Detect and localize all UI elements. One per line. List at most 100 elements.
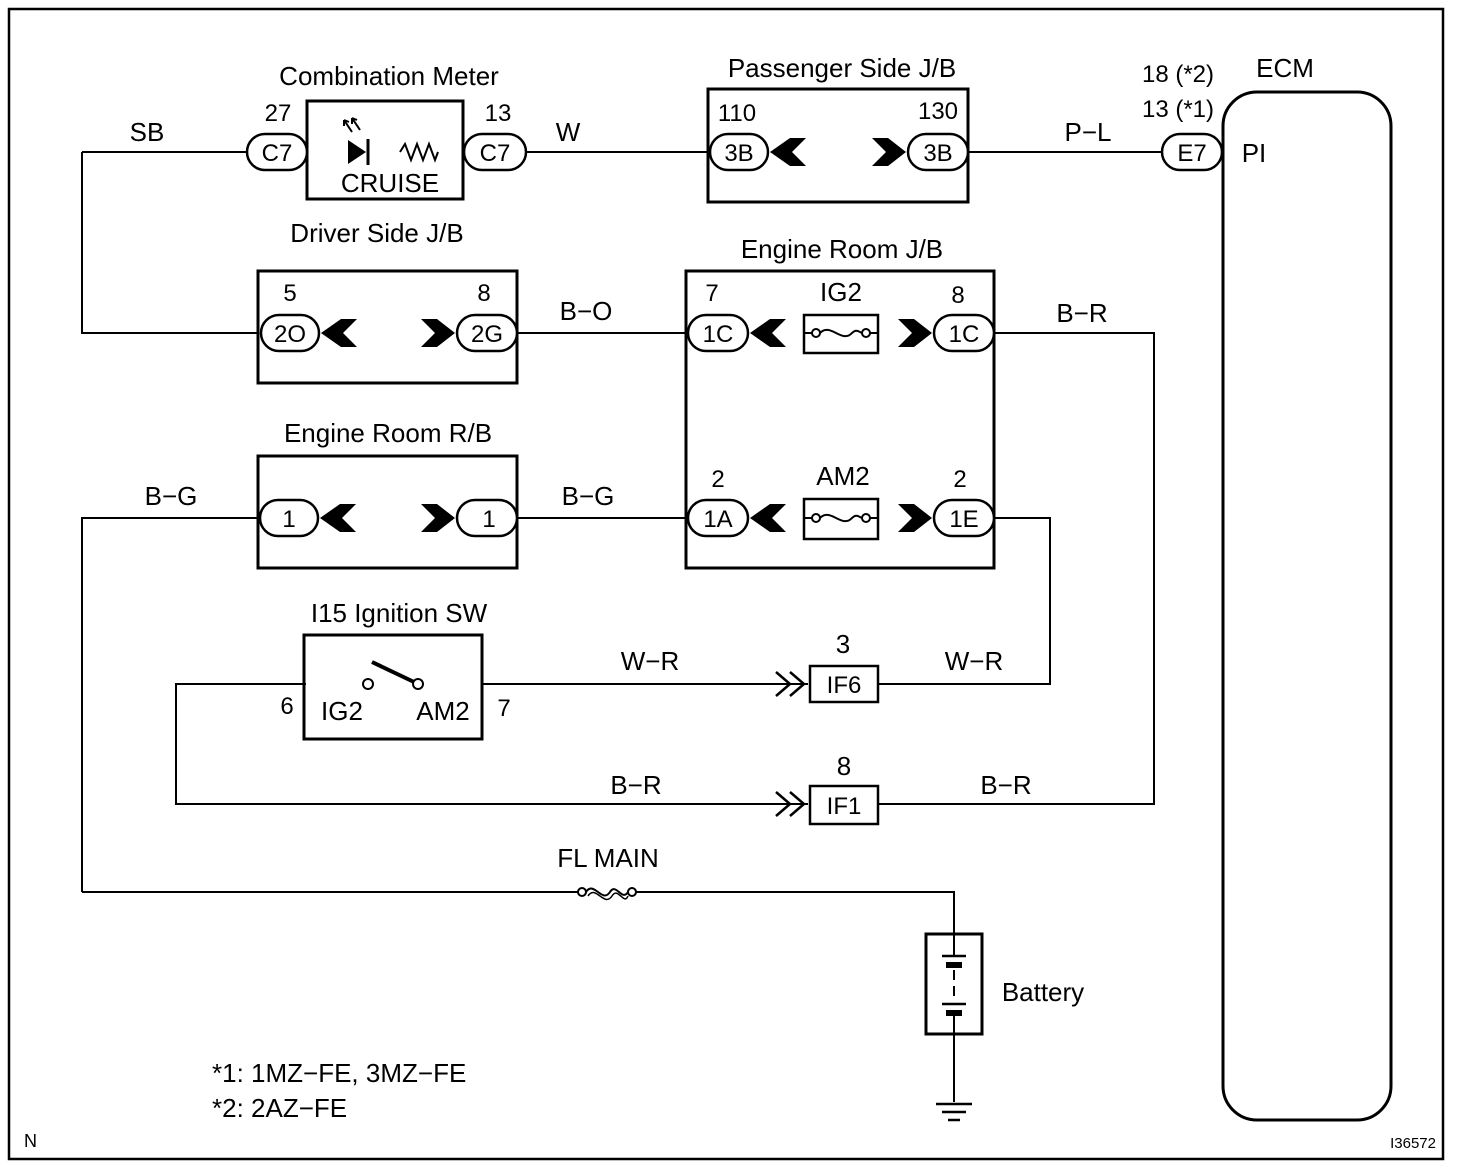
- chevron-right-icon: [421, 504, 455, 532]
- switch-contact-am2: [412, 678, 424, 690]
- resistor-icon: [399, 141, 439, 163]
- connector-2o: [259, 313, 321, 353]
- wire-br-left: [175, 683, 808, 805]
- pin-meter-right: 13: [485, 100, 512, 127]
- ignition-term-ig2: IG2: [321, 696, 363, 726]
- wire-label-br-top: B−R: [1056, 298, 1107, 328]
- wire-label-bg-mid: B−G: [562, 481, 615, 511]
- pin-erjb-ig2-left: 7: [705, 280, 718, 307]
- pin-ign-right: 7: [497, 695, 510, 722]
- pin-djb-right: 8: [477, 280, 490, 307]
- double-chevron-icon: [775, 791, 806, 817]
- connector-e7-label: E7: [1177, 140, 1206, 167]
- combination-meter: Combination Meter CRUISE 27 C7 13 C7: [245, 61, 528, 201]
- wire-label-br-right: B−R: [980, 770, 1031, 800]
- connector-if6-label: IF6: [827, 672, 862, 699]
- connector-rb-left: [258, 498, 320, 538]
- pin-erjb-ig2-right: 8: [951, 282, 964, 309]
- wire-label-wr-left: W−R: [621, 646, 680, 676]
- connector-c7-left-label: C7: [262, 140, 293, 167]
- engine-room-jb: Engine Room J/B 7 IG2 8 1C 1C 2 AM2 2 1A: [684, 234, 996, 570]
- connector-e7: [1160, 132, 1224, 172]
- wire-bg-left: [81, 517, 260, 892]
- corner-mark-right: I36572: [1390, 1135, 1436, 1152]
- wire-sb-left-bus: [81, 152, 262, 334]
- fuse-ig2-icon: [804, 328, 878, 338]
- fuse-ig2-label: IG2: [820, 277, 862, 307]
- passenger-side-jb: Passenger Side J/B 110 130 3B 3B: [706, 53, 970, 204]
- ignition-term-am2: AM2: [416, 696, 469, 726]
- connector-rb-right: [455, 498, 519, 538]
- connector-1c-left-label: 1C: [703, 321, 734, 348]
- connector-c7-right: [462, 132, 528, 172]
- pin-pjb-right: 130: [918, 98, 958, 125]
- wire-br-right-bus: [878, 332, 1155, 805]
- connector-2o-label: 2O: [274, 321, 306, 348]
- pin-if1: 8: [837, 751, 851, 781]
- ecm: 18 (*2) 13 (*1) ECM E7 PI: [1142, 53, 1393, 1122]
- led-light-rays-icon: [343, 117, 361, 133]
- pin-ecm-line1: 18 (*2): [1142, 61, 1214, 88]
- note-2: *2: 2AZ−FE: [212, 1093, 347, 1123]
- pin-ecm-line2: 13 (*1): [1142, 96, 1214, 123]
- chevron-left-icon: [750, 319, 786, 347]
- connector-1c-right: [932, 313, 996, 353]
- wire-label-pl: P−L: [1065, 117, 1112, 147]
- connector-rb-right-label: 1: [482, 506, 495, 533]
- cruise-label: CRUISE: [341, 168, 439, 198]
- wire-label-bo: B−O: [560, 296, 613, 326]
- connector-c7-left: [245, 132, 309, 172]
- chevron-right-icon: [421, 319, 455, 347]
- engine-room-rb: Engine Room R/B 1 1: [256, 418, 519, 570]
- ground-icon: [936, 1102, 972, 1122]
- pin-erjb-am2-right: 2: [953, 466, 966, 493]
- switch-blade-icon: [371, 660, 415, 684]
- diagram-frame: [7, 7, 1445, 1161]
- connector-rb-left-label: 1: [282, 506, 295, 533]
- connector-1a-label: 1A: [703, 506, 732, 533]
- fuse-am2-icon: [804, 513, 878, 523]
- connector-2g-label: 2G: [471, 321, 503, 348]
- engine-room-jb-title: Engine Room J/B: [741, 234, 943, 264]
- pin-pjb-left: 110: [718, 100, 756, 127]
- battery-label: Battery: [1002, 977, 1084, 1007]
- connector-2g: [455, 313, 519, 353]
- fl-main-title: FL MAIN: [557, 843, 659, 873]
- chevron-left-icon: [321, 319, 357, 347]
- pin-ign-left: 6: [280, 693, 293, 720]
- connector-if1: [808, 784, 880, 826]
- ecm-title: ECM: [1256, 53, 1314, 83]
- wire-label-wr-right: W−R: [945, 646, 1004, 676]
- battery: Battery: [924, 932, 1084, 1036]
- combination-meter-title: Combination Meter: [279, 61, 499, 91]
- chevron-left-icon: [320, 504, 356, 532]
- chevron-right-icon: [898, 319, 932, 347]
- wire-label-bg-left: B−G: [145, 481, 198, 511]
- connector-if1-label: IF1: [827, 793, 862, 820]
- combination-meter-box: [305, 99, 465, 201]
- connector-3b-right: [906, 132, 970, 172]
- pin-erjb-am2-left: 2: [711, 466, 724, 493]
- wire-label-w: W: [556, 117, 581, 147]
- chevron-left-icon: [770, 138, 806, 166]
- connector-3b-left-label: 3B: [724, 140, 753, 167]
- wires: [81, 151, 1226, 1102]
- chevron-left-icon: [750, 504, 786, 532]
- passenger-jb-title: Passenger Side J/B: [728, 53, 956, 83]
- connector-if6-group: 3 IF6: [775, 629, 880, 704]
- double-chevron-icon: [775, 671, 806, 697]
- led-icon: [348, 140, 366, 164]
- wire-label-sb: SB: [130, 117, 165, 147]
- connector-if1-group: 8 IF1: [775, 751, 880, 826]
- connector-3b-left: [708, 132, 770, 172]
- pin-meter-left: 27: [265, 100, 292, 127]
- pin-if6: 3: [836, 629, 850, 659]
- connector-c7-right-label: C7: [480, 140, 511, 167]
- ignition-sw-box: [302, 633, 484, 741]
- pin-djb-left: 5: [283, 280, 296, 307]
- connector-1e-label: 1E: [949, 506, 978, 533]
- fl-main-terminal-right: [627, 887, 637, 897]
- ecm-box: [1221, 90, 1393, 1122]
- ecm-pin-pi: PI: [1242, 138, 1267, 168]
